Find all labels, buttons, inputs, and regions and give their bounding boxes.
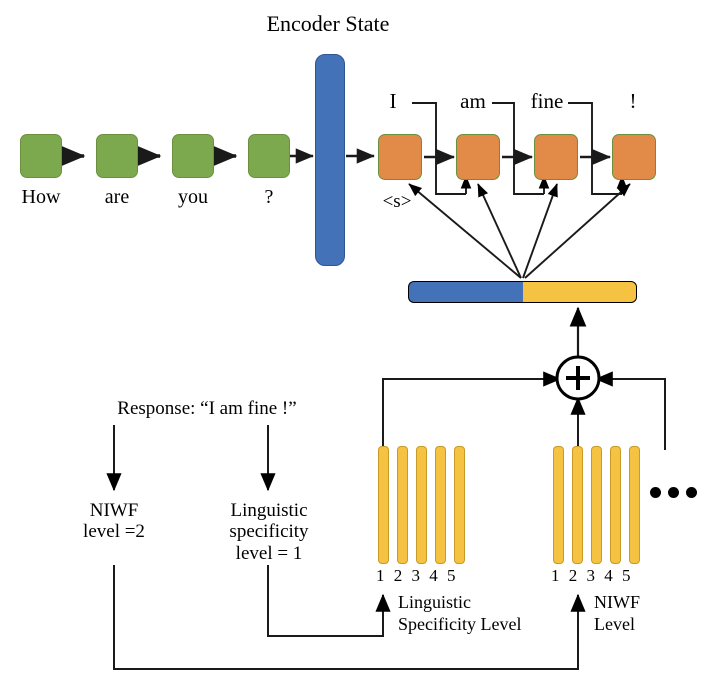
niwf-bar-5 bbox=[629, 446, 640, 564]
decoder-word-1: I bbox=[389, 89, 397, 113]
encoder-word-2: are bbox=[104, 186, 130, 208]
context-vector-encoder-part bbox=[408, 281, 523, 303]
decoder-word-4: ! bbox=[629, 89, 637, 113]
page-title: Encoder State bbox=[266, 11, 390, 36]
decoder-cell-3 bbox=[534, 134, 578, 180]
encoder-cell-1 bbox=[20, 134, 62, 178]
decoder-cell-2 bbox=[456, 134, 500, 180]
linguistic-bar-2 bbox=[397, 446, 408, 564]
niwf-bar-4 bbox=[610, 446, 621, 564]
niwf-bar-3 bbox=[591, 446, 602, 564]
decoder-word-2: am bbox=[460, 89, 486, 113]
linguistic-bar-3 bbox=[416, 446, 427, 564]
decoder-cell-4 bbox=[612, 134, 656, 180]
context-vector-control-part bbox=[523, 281, 637, 303]
encoder-cell-2 bbox=[96, 134, 138, 178]
linguistic-bar-5 bbox=[454, 446, 465, 564]
more-embeddings-ellipsis-dot-3 bbox=[686, 487, 697, 498]
encoder-word-3: you bbox=[178, 186, 208, 208]
decoder-word-3: fine bbox=[530, 89, 564, 113]
linguistic-caption-line-1: Linguistic bbox=[398, 592, 471, 612]
attention-arrows bbox=[408, 183, 631, 279]
linguistic-level-line-1: Linguistic bbox=[230, 500, 308, 521]
left-embedding-to-adder bbox=[382, 371, 562, 446]
start-token-label: <s> bbox=[382, 191, 412, 212]
response-label: Response: “I am fine !” bbox=[117, 398, 297, 419]
niwf-bar-1 bbox=[553, 446, 564, 564]
encoder-word-4: ? bbox=[264, 186, 274, 208]
linguistic-bar-1 bbox=[378, 446, 389, 564]
more-embeddings-to-adder bbox=[594, 371, 666, 450]
encoder-state-bar bbox=[315, 54, 345, 266]
niwf-level-line-2: level =2 bbox=[83, 521, 145, 543]
more-embeddings-ellipsis-dot-1 bbox=[650, 487, 661, 498]
niwf-level-routing bbox=[113, 565, 586, 670]
decoder-cell-1 bbox=[378, 134, 422, 180]
linguistic-caption-line-2: Specificity Level bbox=[398, 613, 522, 634]
encoder-cell-4 bbox=[248, 134, 290, 178]
niwf-caption-line-2: Level bbox=[594, 613, 635, 634]
niwf-level-line-1: NIWF bbox=[89, 500, 139, 521]
linguistic-tick-labels: 1 2 3 4 5 bbox=[376, 566, 458, 585]
more-embeddings-ellipsis-dot-2 bbox=[668, 487, 679, 498]
decoder-feedback-lines bbox=[412, 102, 628, 195]
encoder-cell-3 bbox=[172, 134, 214, 178]
encoder-word-1: How bbox=[21, 186, 61, 208]
linguistic-level-line-3: level = 1 bbox=[235, 542, 303, 564]
linguistic-level-routing bbox=[267, 565, 391, 637]
niwf-caption-line-1: NIWF bbox=[594, 592, 640, 612]
niwf-tick-labels: 1 2 3 4 5 bbox=[551, 566, 633, 585]
niwf-bar-2 bbox=[572, 446, 583, 564]
linguistic-level-line-2: specificity bbox=[229, 521, 309, 543]
linguistic-bar-4 bbox=[435, 446, 446, 564]
